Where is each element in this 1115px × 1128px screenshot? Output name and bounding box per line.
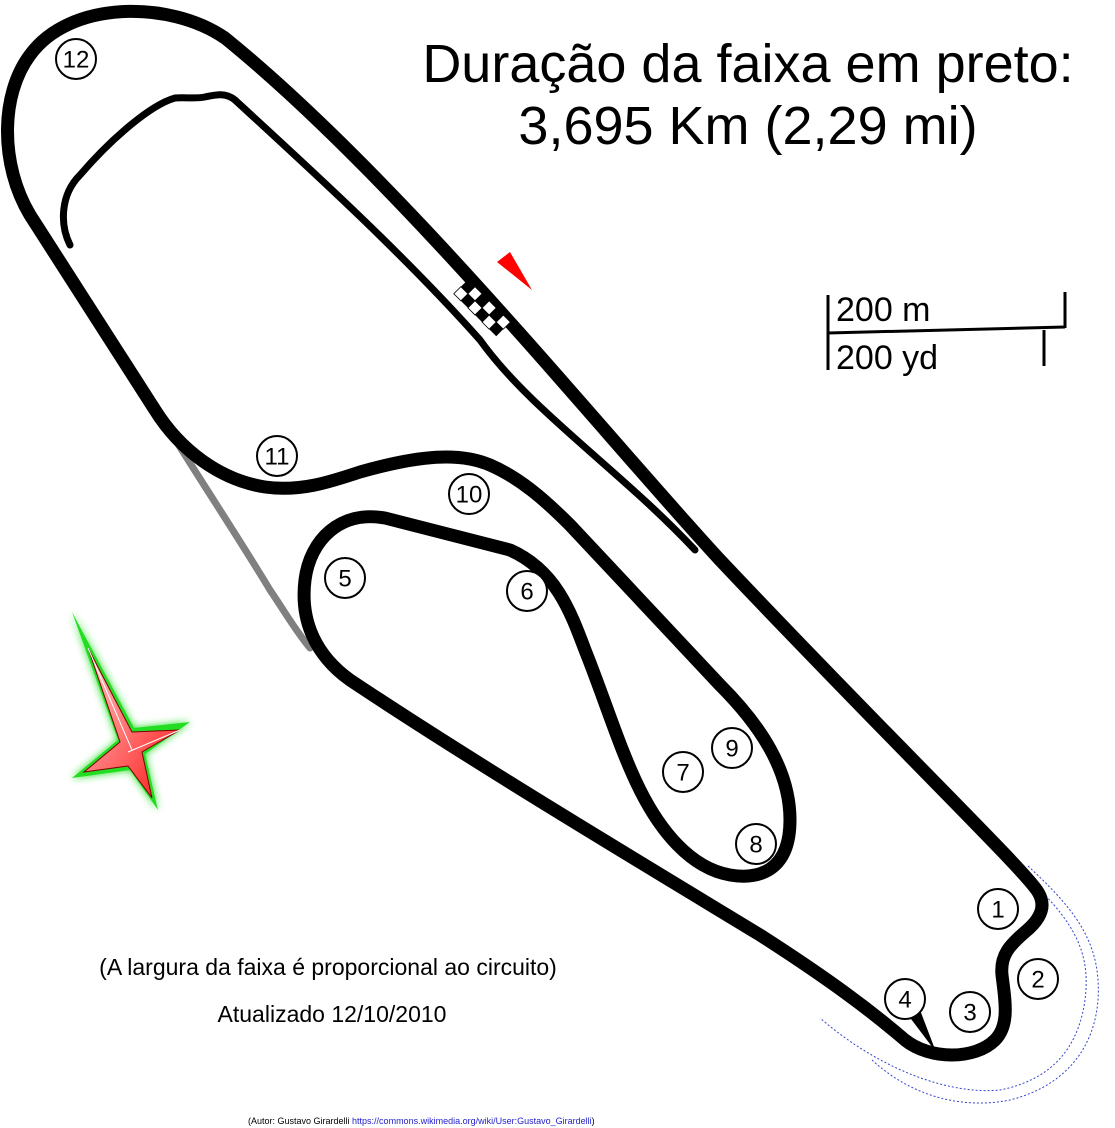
corner-label: 4 — [898, 987, 911, 1014]
corner-label: 11 — [265, 444, 290, 471]
turn-4-pointer-icon — [908, 1010, 936, 1052]
corner-label: 5 — [338, 566, 351, 593]
track-width-note: (A largura da faixa é proporcional ao ci… — [99, 954, 557, 980]
author-credit: (Autor: Gustavo Girardelli https://commo… — [248, 1116, 595, 1126]
scale-imperial-label: 200 yd — [836, 339, 938, 377]
corner-label: 10 — [456, 482, 483, 509]
author-link[interactable]: https://commons.wikimedia.org/wiki/User:… — [352, 1116, 592, 1126]
corner-marker-3: 3 — [949, 991, 991, 1033]
corner-label: 7 — [676, 760, 689, 787]
corner-label: 9 — [725, 736, 738, 763]
corner-marker-6: 6 — [506, 570, 548, 612]
author-credit-close: ) — [592, 1116, 595, 1126]
scale-metric-label: 200 m — [836, 291, 931, 329]
alternate-layout-lines — [819, 865, 1099, 1104]
corner-marker-8: 8 — [735, 823, 777, 865]
author-name: (Autor: Gustavo Girardelli — [248, 1116, 352, 1126]
corner-marker-2: 2 — [1017, 958, 1059, 1000]
corner-label: 2 — [1031, 967, 1044, 994]
corner-marker-11: 11 — [256, 435, 298, 477]
circuit-track — [1, 4, 1049, 1062]
scale-bar: 200 m 200 yd — [826, 291, 1067, 377]
old-track-section — [156, 411, 314, 652]
map-title-line1: Duração da faixa em preto: — [422, 34, 1073, 94]
corner-label: 6 — [520, 579, 533, 606]
corner-label: 8 — [749, 832, 762, 859]
corner-marker-5: 5 — [324, 557, 366, 599]
corner-marker-4: 4 — [884, 978, 926, 1020]
corner-label: 1 — [991, 897, 1004, 924]
updated-date: Atualizado 12/10/2010 — [218, 1001, 447, 1027]
corner-marker-9: 9 — [711, 727, 753, 769]
pit-lane — [59, 91, 699, 554]
corner-marker-10: 10 — [448, 473, 490, 515]
corner-marker-12: 12 — [55, 38, 97, 80]
corner-marker-1: 1 — [977, 888, 1019, 930]
compass-icon — [72, 612, 190, 810]
corner-label: 3 — [963, 1000, 976, 1027]
direction-flag-icon — [497, 252, 532, 290]
checkered-flag-icon — [453, 279, 511, 337]
map-title-line2: 3,695 Km (2,29 mi) — [518, 96, 977, 156]
corner-label: 12 — [63, 47, 90, 74]
corner-marker-7: 7 — [662, 751, 704, 793]
